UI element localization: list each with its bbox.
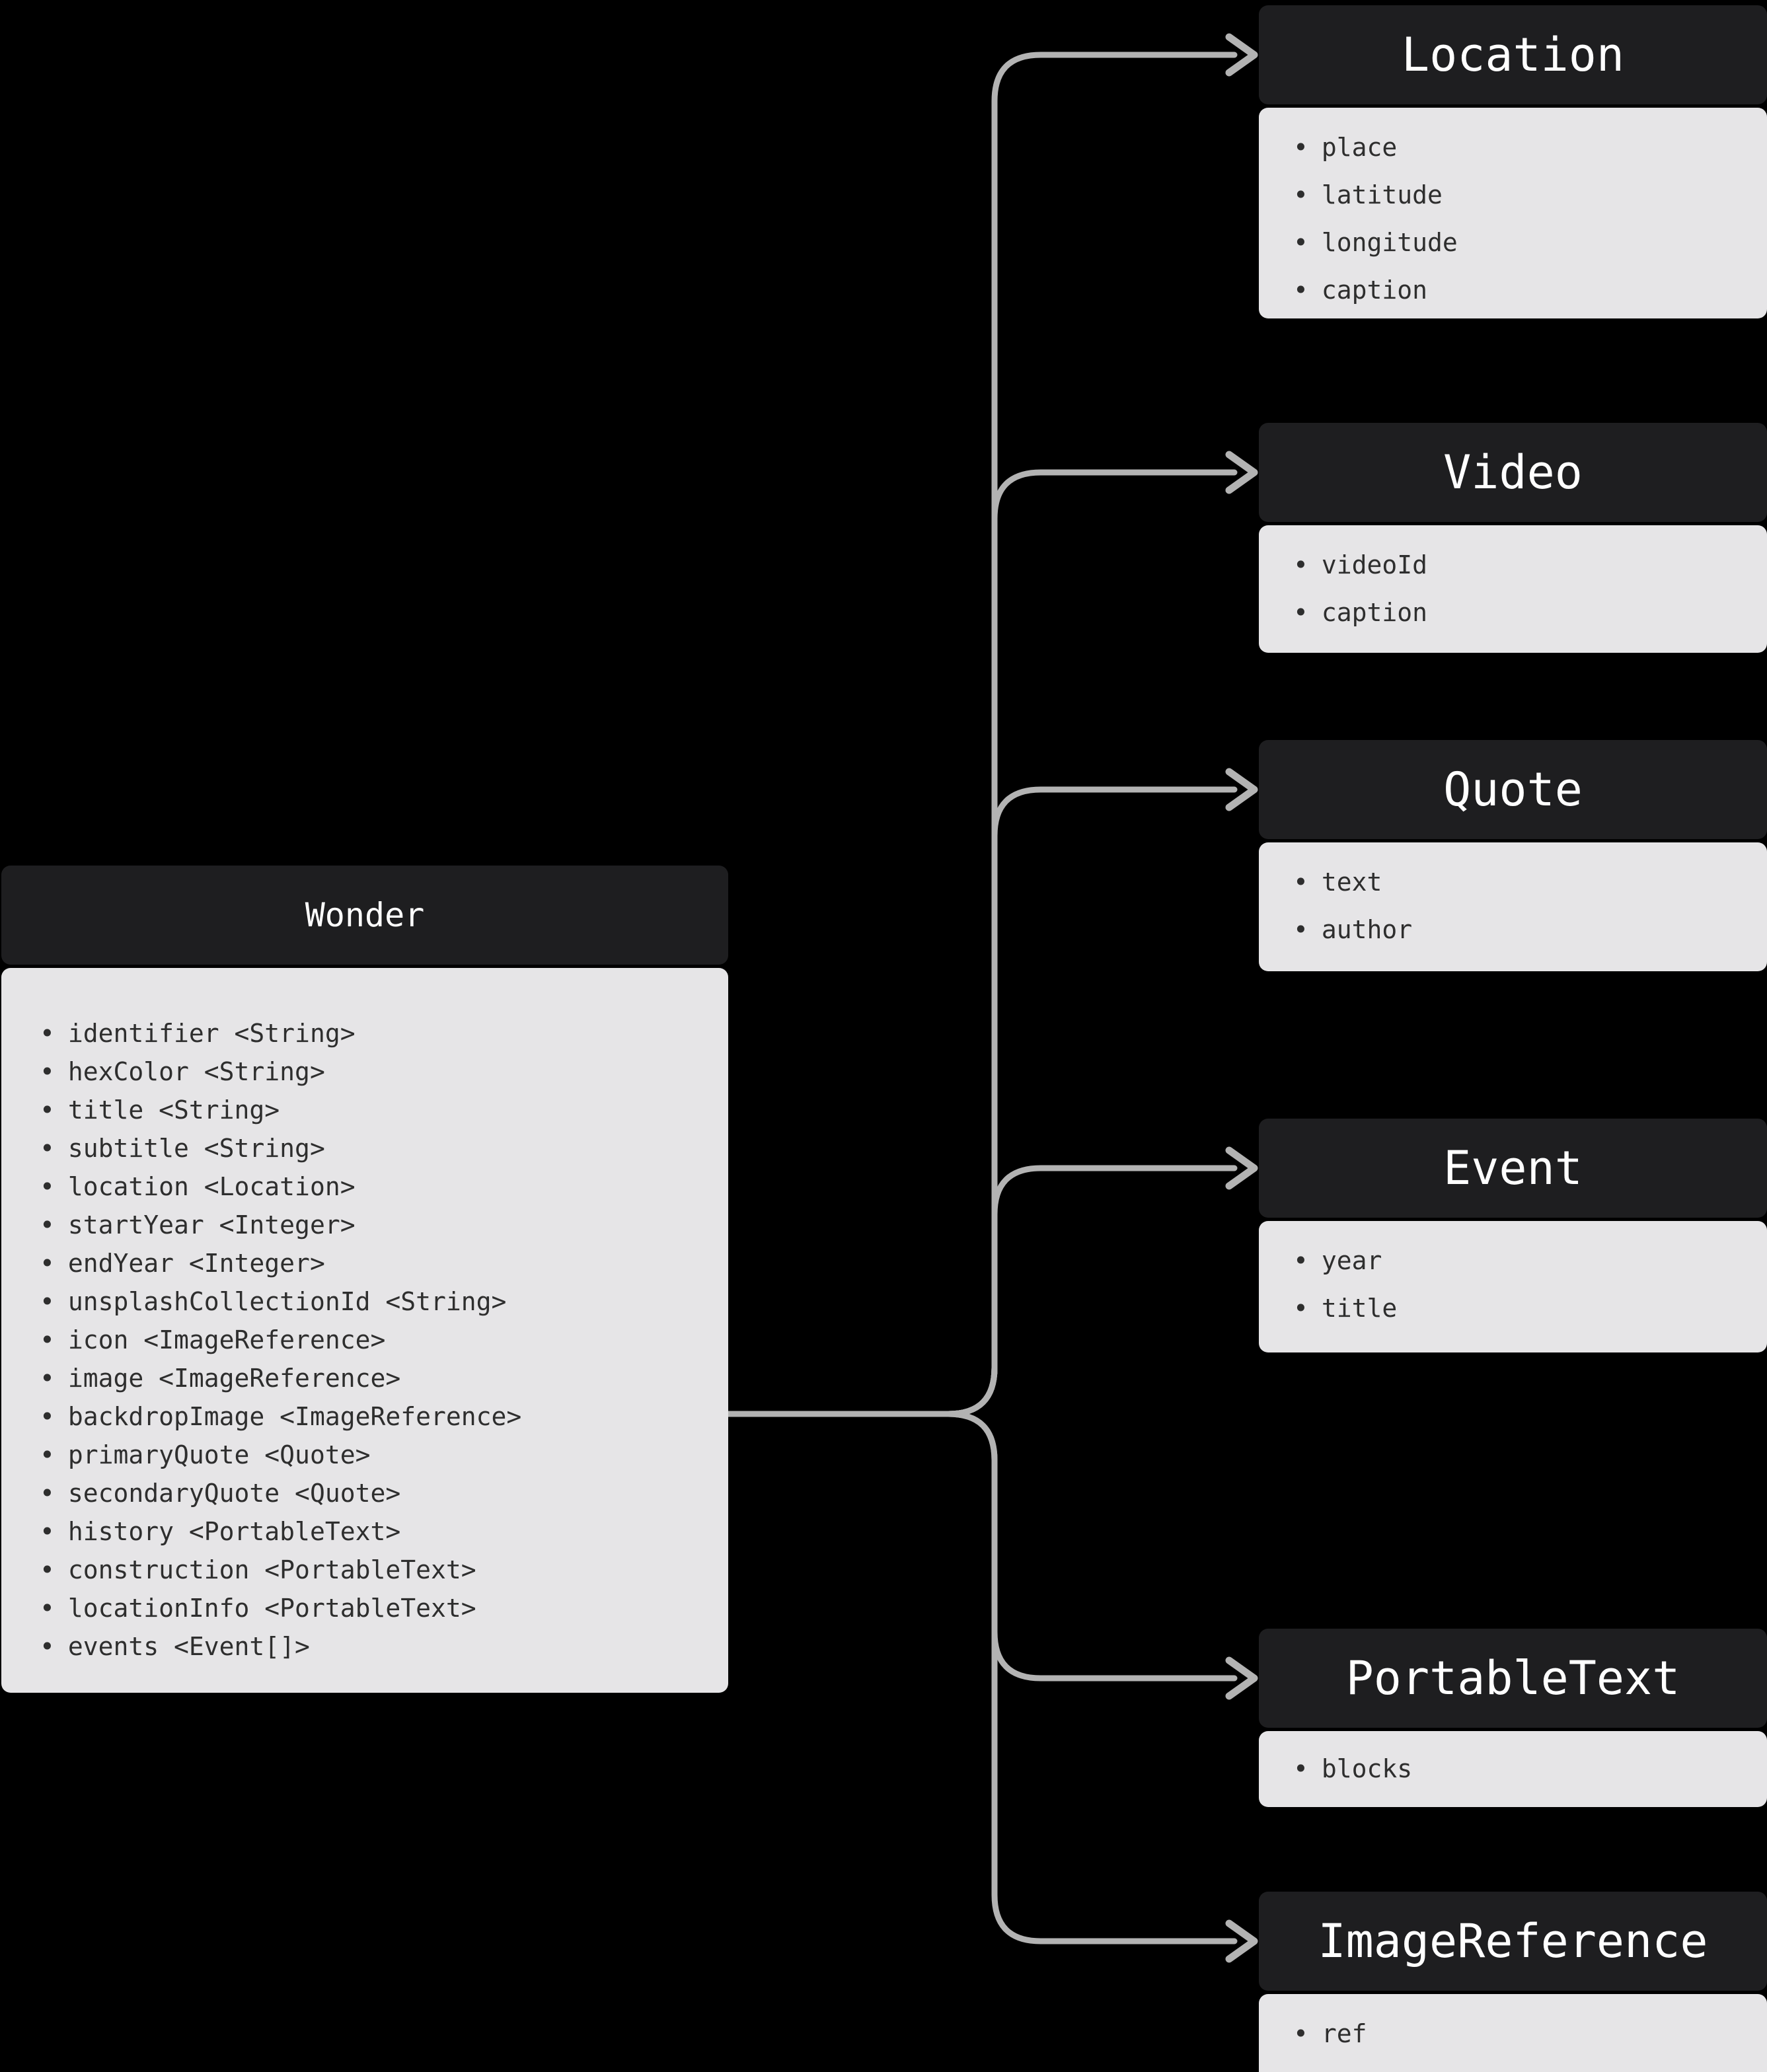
field-item: place	[1293, 124, 1767, 171]
arrowhead-icon	[1225, 1146, 1258, 1190]
field-item: caption	[1293, 589, 1767, 636]
entity-fields-quote: text author	[1259, 842, 1767, 971]
connector-line-location	[726, 52, 1238, 1417]
arrowhead-icon	[1225, 451, 1258, 494]
field-item: latitude	[1293, 171, 1767, 219]
entity-box-quote: Quote text author	[1259, 740, 1767, 971]
entity-box-portabletext: PortableText blocks	[1259, 1629, 1767, 1807]
entity-title: Video	[1443, 445, 1583, 500]
connector-line-event	[726, 1165, 1238, 1417]
entity-box-event: Event year title	[1259, 1119, 1767, 1352]
entity-box-video: Video videoId caption	[1259, 423, 1767, 653]
field-item: ref	[1293, 2010, 1767, 2057]
entity-fields-video: videoId caption	[1259, 525, 1767, 653]
field-item: icon <ImageReference>	[40, 1321, 728, 1359]
entity-header-event: Event	[1259, 1119, 1767, 1218]
entity-fields-location: place latitude longitude caption	[1259, 108, 1767, 318]
entity-title: ImageReference	[1318, 1914, 1708, 1968]
entity-header-location: Location	[1259, 5, 1767, 104]
entity-header-video: Video	[1259, 423, 1767, 522]
field-item: hexColor <String>	[40, 1053, 728, 1091]
entity-fields-imagereference: ref	[1259, 1994, 1767, 2072]
entity-fields-event: year title	[1259, 1221, 1767, 1352]
entity-box-imagereference: ImageReference ref	[1259, 1892, 1767, 2072]
entity-title: Wonder	[305, 896, 425, 934]
field-item: caption	[1293, 266, 1767, 314]
field-item: image <ImageReference>	[40, 1359, 728, 1397]
connector-line-imagereference	[726, 1411, 1238, 1944]
field-item: subtitle <String>	[40, 1129, 728, 1167]
arrowhead-icon	[1225, 1919, 1258, 1963]
arrowhead-icon	[1225, 1656, 1258, 1700]
field-item: blocks	[1293, 1745, 1767, 1793]
connector-line-video	[726, 469, 1238, 1417]
entity-fields-wonder: identifier <String> hexColor <String> ti…	[1, 968, 728, 1693]
entity-header-imagereference: ImageReference	[1259, 1892, 1767, 1991]
field-item: location <Location>	[40, 1167, 728, 1206]
field-item: endYear <Integer>	[40, 1244, 728, 1282]
entity-box-location: Location place latitude longitude captio…	[1259, 5, 1767, 318]
field-item: secondaryQuote <Quote>	[40, 1474, 728, 1512]
field-item: backdropImage <ImageReference>	[40, 1397, 728, 1436]
field-item: title <String>	[40, 1091, 728, 1129]
arrowhead-icon	[1225, 768, 1258, 811]
field-item: longitude	[1293, 219, 1767, 266]
connector-line-quote	[726, 786, 1238, 1417]
entity-header-wonder: Wonder	[1, 866, 728, 965]
field-item: events <Event[]>	[40, 1627, 728, 1666]
field-item: primaryQuote <Quote>	[40, 1436, 728, 1474]
field-item: locationInfo <PortableText>	[40, 1589, 728, 1627]
field-item: construction <PortableText>	[40, 1551, 728, 1589]
entity-title: Location	[1401, 28, 1625, 82]
entity-title: Quote	[1443, 762, 1583, 817]
field-item: videoId	[1293, 541, 1767, 589]
field-item: startYear <Integer>	[40, 1206, 728, 1244]
field-item: title	[1293, 1284, 1767, 1332]
field-item: author	[1293, 906, 1767, 953]
entity-title: Event	[1443, 1141, 1583, 1195]
field-item: year	[1293, 1237, 1767, 1284]
entity-box-wonder: Wonder identifier <String> hexColor <Str…	[1, 866, 728, 1693]
entity-title: PortableText	[1345, 1651, 1680, 1705]
entity-header-portabletext: PortableText	[1259, 1629, 1767, 1728]
entity-fields-portabletext: blocks	[1259, 1731, 1767, 1807]
field-item: identifier <String>	[40, 1014, 728, 1053]
field-item: history <PortableText>	[40, 1512, 728, 1551]
field-item: unsplashCollectionId <String>	[40, 1282, 728, 1321]
field-item: text	[1293, 858, 1767, 906]
entity-header-quote: Quote	[1259, 740, 1767, 839]
connector-line-portabletext	[726, 1411, 1238, 1682]
arrowhead-icon	[1225, 33, 1258, 77]
